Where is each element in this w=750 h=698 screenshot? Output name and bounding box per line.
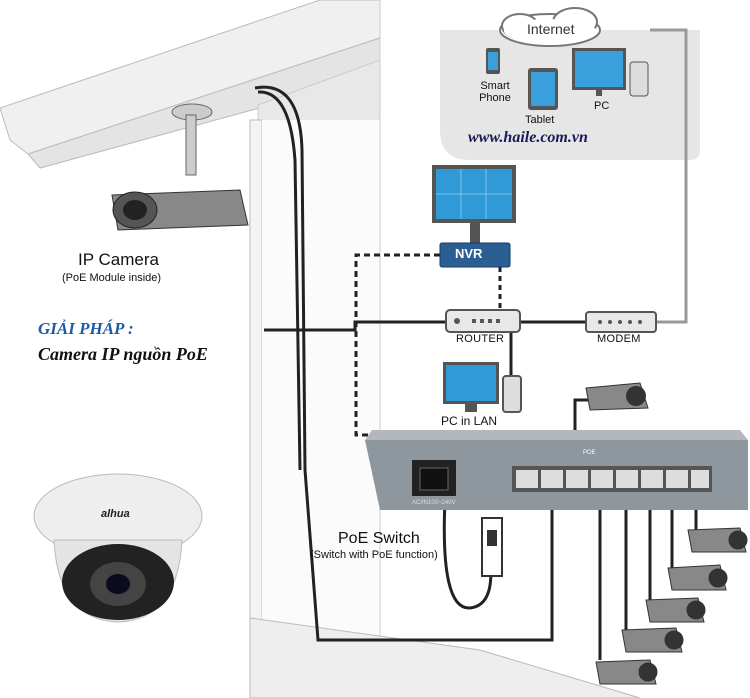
router-label: ROUTER xyxy=(456,333,505,345)
dome-camera-icon xyxy=(33,473,203,623)
router-icon xyxy=(445,309,521,333)
ac-marking: AC/IN100~240V xyxy=(412,500,456,506)
smartphone-icon xyxy=(486,48,500,74)
smart-phone-label: Smart Phone xyxy=(479,80,511,104)
pc-icon xyxy=(572,48,649,97)
nvr-monitor-icon xyxy=(432,165,516,243)
modem-icon xyxy=(585,311,657,333)
ip-camera-label: IP Camera xyxy=(78,250,159,269)
house-structure xyxy=(0,0,641,698)
modem-label: MODEM xyxy=(597,333,641,345)
ip-camera-sublabel: (PoE Module inside) xyxy=(62,272,162,284)
bullet-camera-group xyxy=(595,527,748,685)
ceiling-bullet-camera-icon xyxy=(111,103,249,231)
pc-label: PC xyxy=(594,100,610,112)
solution-title: GIẢI PHÁP : xyxy=(38,319,134,338)
power-plug-icon xyxy=(481,517,503,577)
cloud-icon xyxy=(499,7,601,47)
solution-subtitle: Camera IP nguồn PoE xyxy=(38,344,208,364)
internet-label: Internet xyxy=(527,21,575,37)
poe-switch-icon xyxy=(365,430,748,510)
tablet-label: Tablet xyxy=(525,114,555,126)
brand-label: alhua xyxy=(101,508,130,520)
internet-panel xyxy=(440,7,700,324)
bullet-camera-icon xyxy=(585,382,649,411)
poe-switch-label: PoE Switch xyxy=(338,530,420,547)
pc-in-lan-label: PC in LAN xyxy=(441,414,498,428)
lan-pc-icon xyxy=(443,362,522,413)
tablet-icon xyxy=(528,68,558,110)
poe-marking: POE xyxy=(583,450,596,456)
poe-switch-sublabel: (Switch with PoE function) xyxy=(310,549,438,561)
website-label[interactable]: www.haile.com.vn xyxy=(468,129,588,146)
nvr-label: NVR xyxy=(455,246,483,261)
